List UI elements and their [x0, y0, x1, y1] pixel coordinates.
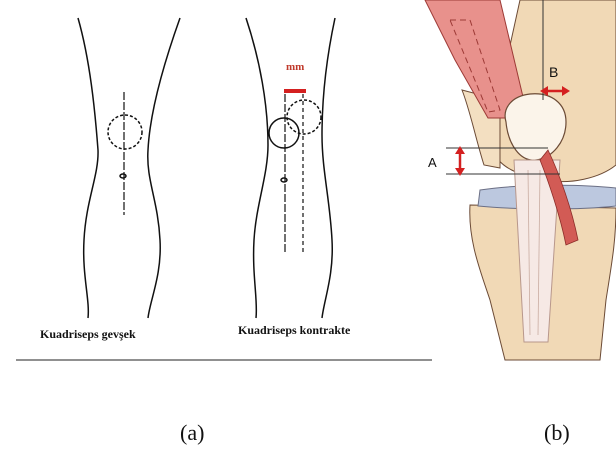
knee-anatomy-illustration — [425, 0, 616, 360]
caption-contracted: Kuadriseps kontrakte — [238, 323, 351, 337]
label-b: B — [549, 64, 558, 80]
caption-a: (a) — [180, 420, 204, 445]
label-a: A — [428, 155, 437, 170]
measure-label: mm — [286, 61, 304, 73]
caption-relaxed: Kuadriseps gevşek — [40, 327, 136, 341]
measurement-arrow-a — [455, 146, 465, 176]
relaxed-leg-sketch — [78, 18, 180, 318]
caption-b: (b) — [544, 420, 570, 445]
